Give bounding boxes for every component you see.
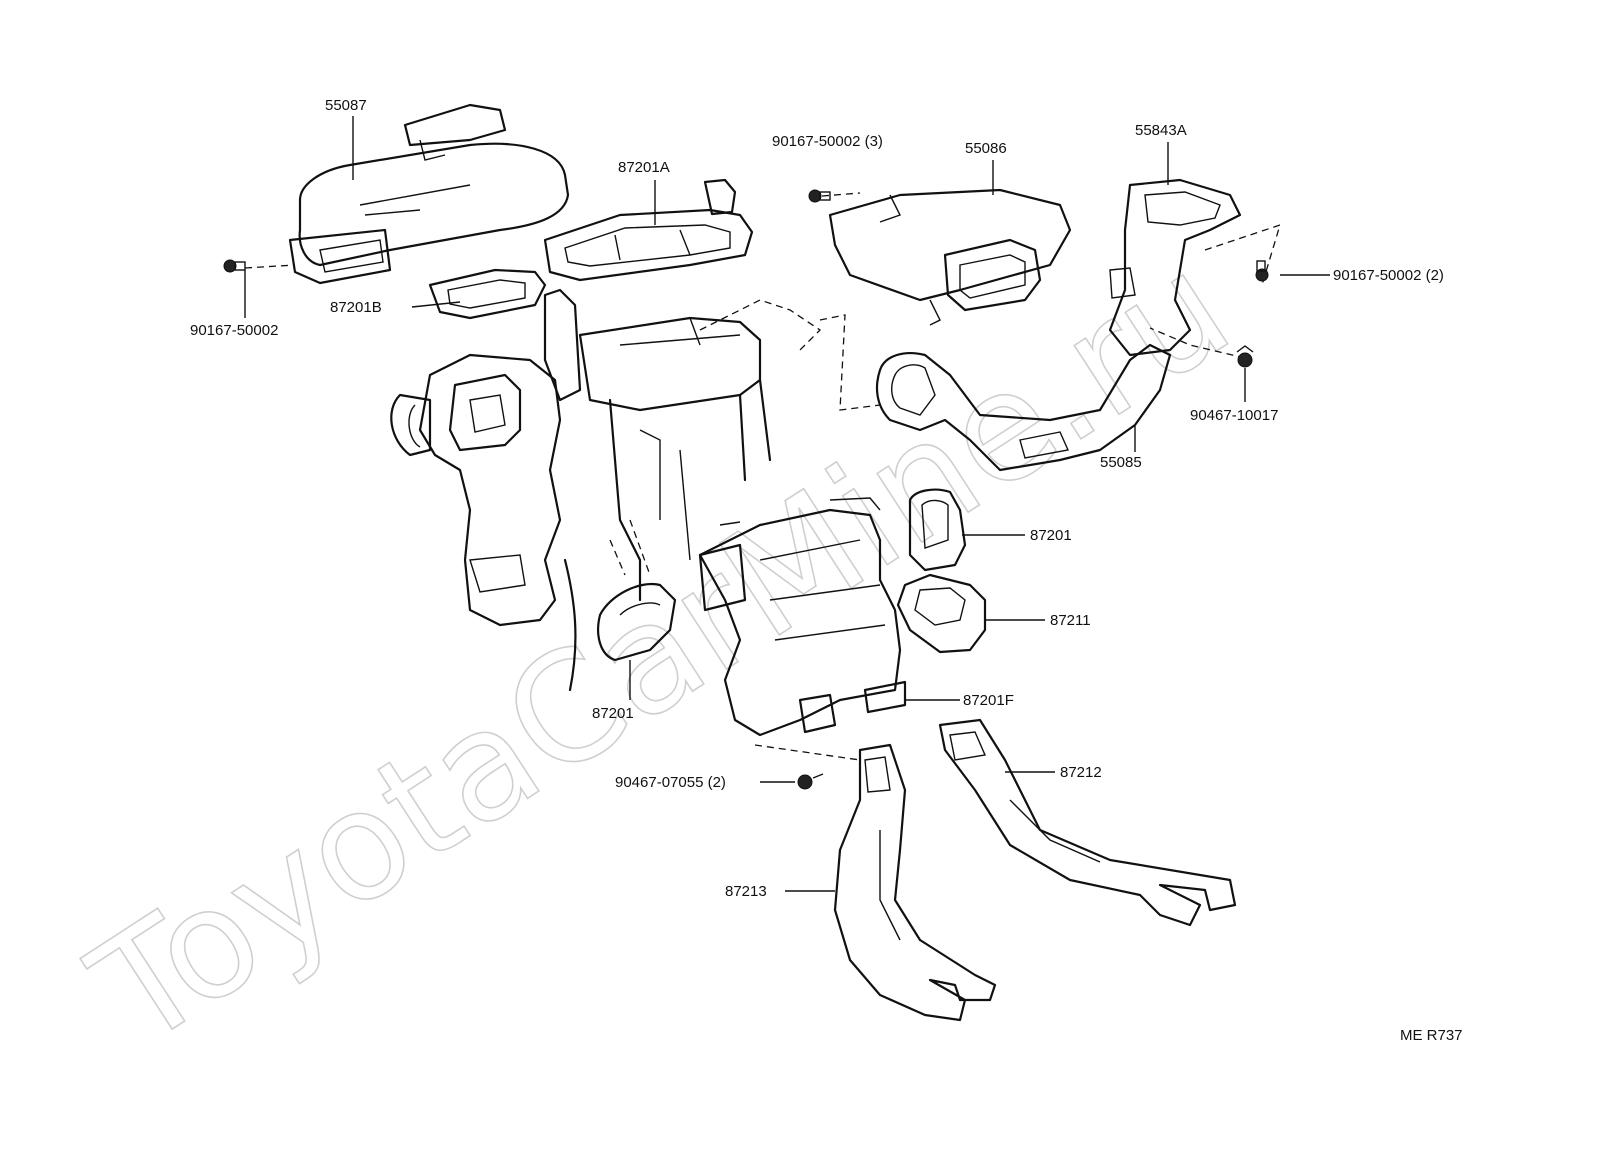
label-90167-50002-2: 90167-50002 (2) bbox=[1333, 267, 1444, 284]
leader-lines bbox=[244, 116, 1330, 892]
screw-icon-90167-50002-left bbox=[223, 259, 246, 273]
screw-icon-90167-50002-3 bbox=[808, 189, 831, 203]
screw-icon-90167-50002-2 bbox=[1255, 260, 1269, 282]
watermark-text: ToyotaCarMine.ru bbox=[64, 221, 1259, 1081]
heater-unit bbox=[543, 288, 822, 602]
label-55085: 55085 bbox=[1100, 454, 1142, 471]
fasteners bbox=[223, 189, 1269, 790]
part-labels: 55087 87201A 90167-50002 (3) 55086 55843… bbox=[190, 97, 1463, 1044]
label-87201-left: 87201 bbox=[592, 705, 634, 722]
duct-87201-left bbox=[563, 558, 677, 692]
label-87212: 87212 bbox=[1060, 764, 1102, 781]
seal-87201A bbox=[543, 178, 754, 282]
label-55086: 55086 bbox=[965, 140, 1007, 157]
duct-87201F bbox=[698, 497, 907, 737]
seal-87201B bbox=[428, 268, 547, 320]
duct-87211 bbox=[896, 573, 987, 654]
clip-icon-90467-10017 bbox=[1236, 345, 1254, 368]
label-87211: 87211 bbox=[1050, 612, 1091, 629]
label-90167-50002: 90167-50002 bbox=[190, 322, 278, 339]
duct-55087 bbox=[288, 103, 570, 285]
duct-87212 bbox=[938, 718, 1237, 927]
duct-55086 bbox=[828, 188, 1072, 326]
duct-55085 bbox=[875, 343, 1172, 472]
label-87201-right: 87201 bbox=[1030, 527, 1072, 544]
label-87201B: 87201B bbox=[330, 299, 382, 316]
label-87201A: 87201A bbox=[618, 159, 670, 176]
blower-housing bbox=[390, 353, 562, 627]
label-90467-07055-2: 90467-07055 (2) bbox=[615, 774, 726, 791]
label-55843A: 55843A bbox=[1135, 122, 1187, 139]
label-90467-10017: 90467-10017 bbox=[1190, 407, 1278, 424]
clip-icon-90467-07055 bbox=[797, 773, 824, 790]
label-87201F: 87201F bbox=[963, 692, 1014, 709]
assembly-lines bbox=[244, 192, 1281, 761]
label-55087: 55087 bbox=[325, 97, 367, 114]
duct-87201-right bbox=[908, 488, 967, 572]
label-90167-50002-3: 90167-50002 (3) bbox=[772, 133, 883, 150]
duct-87213 bbox=[833, 743, 997, 1022]
label-87213: 87213 bbox=[725, 883, 767, 900]
diagram-code: ME R737 bbox=[1400, 1027, 1463, 1044]
duct-55843A bbox=[1108, 178, 1242, 357]
